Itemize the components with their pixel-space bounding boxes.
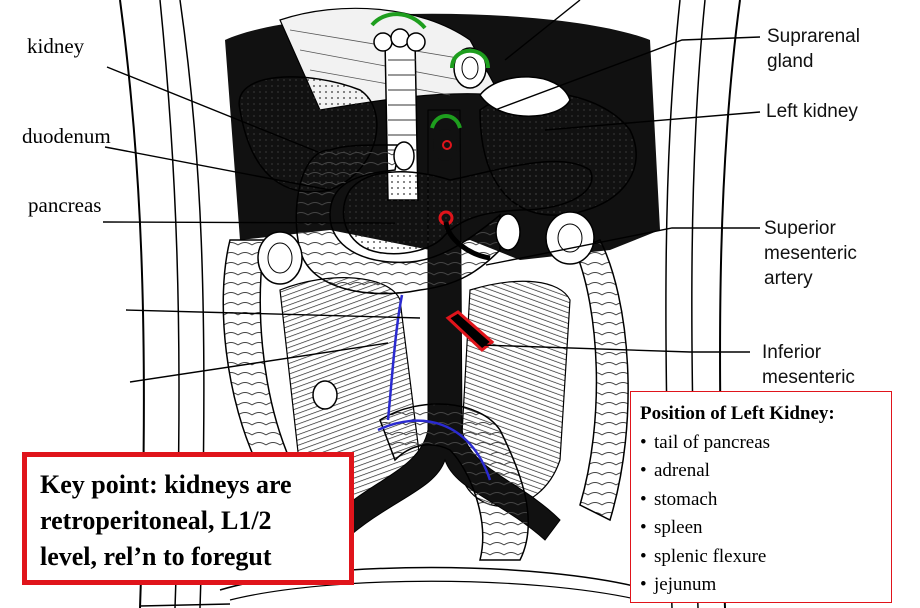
list-item-text: jejunum (654, 574, 717, 595)
label-superior-mesenteric-artery: Superior mesenteric artery (764, 216, 857, 291)
list-item-text: spleen (654, 517, 703, 538)
bullet: • (640, 488, 647, 510)
key-point-line1: Key point: kidneys are (40, 470, 292, 499)
leader-lines (102, 0, 761, 607)
label-sma-line3: artery (764, 268, 813, 289)
position-left-kidney-box: Position of Left Kidney: • tail of pancre… (630, 391, 892, 603)
ima-marker (445, 310, 495, 352)
label-suprarenal-line1: Suprarenal (767, 26, 860, 47)
label-sma-line2: mesenteric (764, 243, 857, 264)
list-item-text: splenic flexure (654, 545, 767, 567)
list-item-text: adrenal (654, 460, 710, 481)
key-point-line2: retroperitoneal, L1/2 (40, 506, 272, 535)
list-item: • splenic flexure (640, 543, 891, 572)
ureter-right (386, 294, 404, 421)
position-box-title: Position of Left Kidney: (640, 403, 835, 424)
bullet: • (640, 545, 647, 567)
label-sma-line1: Superior (764, 218, 836, 239)
list-item: • jejunum (640, 571, 891, 600)
descending-colon (574, 239, 629, 522)
position-list: • tail of pancreas • adrenal • stomach • spl… (640, 429, 891, 600)
list-item: • spleen (640, 514, 891, 543)
suprarenal-gland (479, 76, 571, 117)
key-point-line3: level, rel’n to foregut (40, 542, 272, 571)
list-item: • adrenal (640, 457, 891, 486)
bullet: • (640, 574, 647, 595)
label-suprarenal-line2: gland (767, 51, 814, 72)
key-point-box: Key point: kidneys are retroperitoneal, … (22, 452, 354, 585)
list-item: • stomach (640, 486, 891, 515)
label-pancreas: pancreas (28, 193, 102, 217)
label-ima-line1: Inferior (762, 342, 822, 363)
bullet: • (640, 431, 647, 453)
list-item-text: tail of pancreas (654, 431, 771, 453)
sigmoid-colon (379, 403, 529, 561)
list-item-text: stomach (654, 488, 718, 510)
label-inferior-mesenteric: Inferior mesenteric (762, 340, 855, 390)
list-item: • tail of pancreas (640, 429, 891, 458)
label-left-kidney: Left kidney (766, 101, 858, 122)
pancreas (342, 160, 593, 255)
label-suprarenal-gland: Suprarenal gland (767, 24, 860, 74)
bullet: • (640, 517, 647, 538)
bullet: • (640, 460, 647, 481)
label-ima-line2: mesenteric (762, 367, 855, 388)
label-kidney: kidney (27, 34, 85, 58)
label-duodenum: duodenum (22, 124, 111, 148)
